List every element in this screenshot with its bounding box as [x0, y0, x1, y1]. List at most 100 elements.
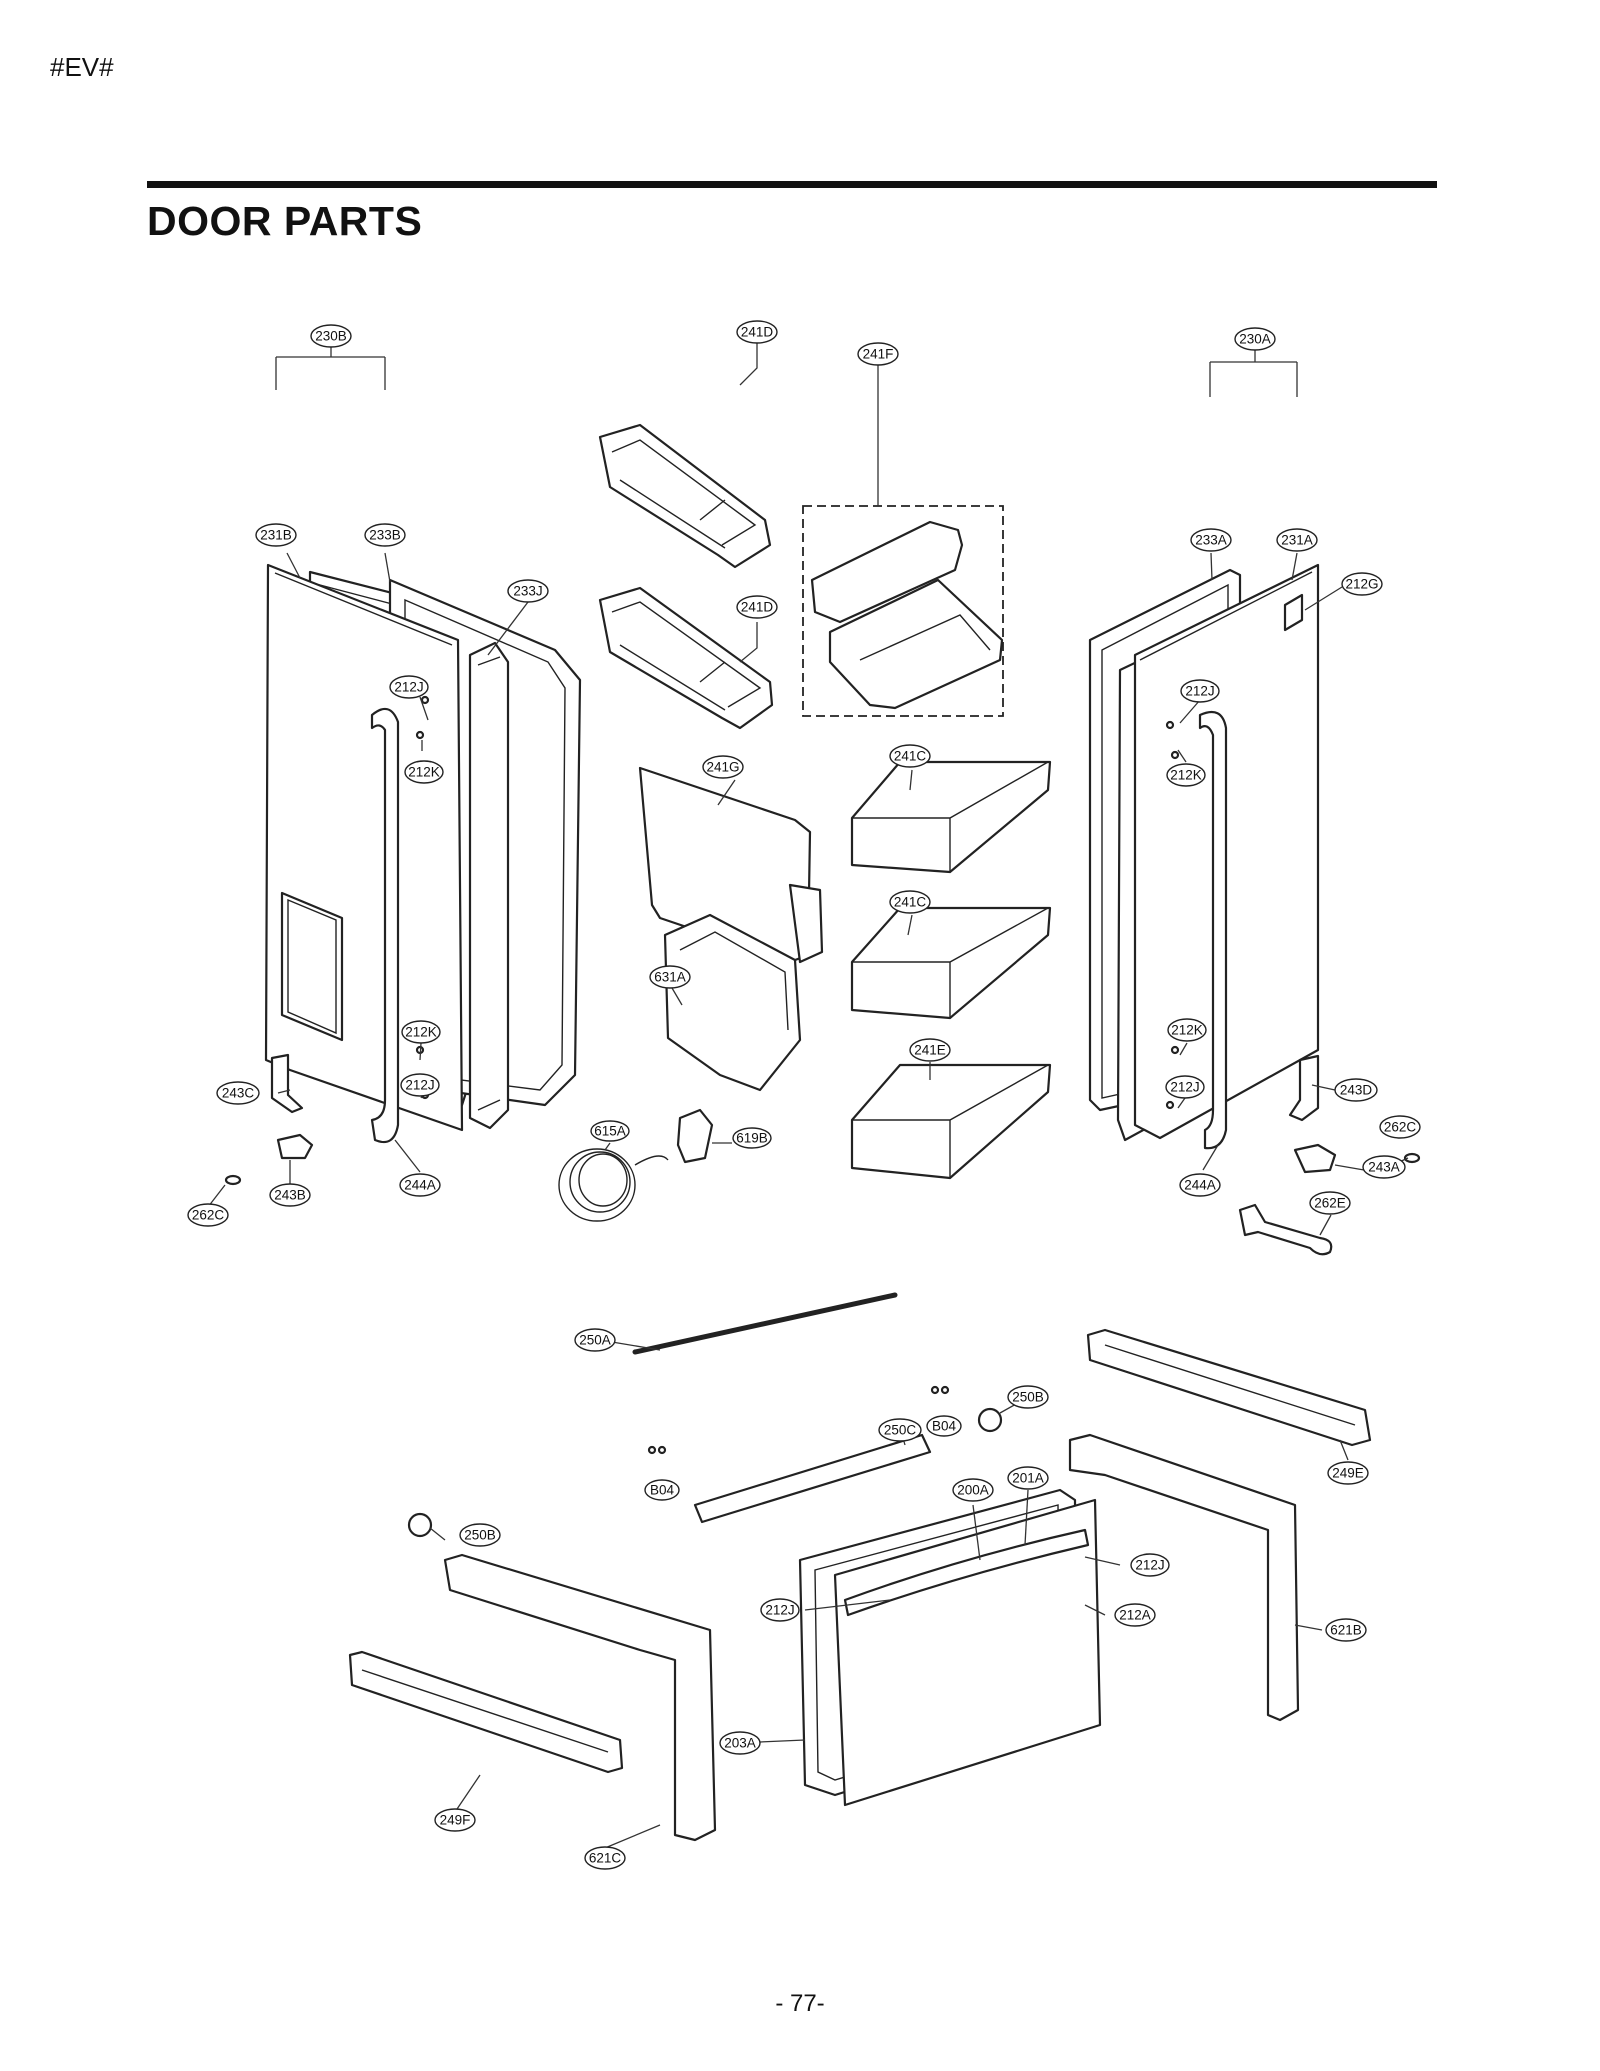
svg-text:241C: 241C: [894, 895, 927, 910]
svg-text:241E: 241E: [914, 1043, 946, 1058]
svg-text:241C: 241C: [894, 749, 927, 764]
svg-text:615A: 615A: [594, 1124, 626, 1139]
left-lower-hinge: [276, 1133, 314, 1160]
freezer-drawer-assembly: [348, 1292, 1372, 1842]
gear-250B-top: [977, 1407, 1003, 1433]
svg-text:203A: 203A: [724, 1736, 756, 1751]
drawer-handle: [843, 1528, 1090, 1617]
svg-text:241D: 241D: [741, 600, 774, 615]
svg-text:250B: 250B: [464, 1528, 496, 1543]
label-212K-left-bot: 212K: [401, 1020, 441, 1044]
label-241G: 241G: [702, 755, 744, 779]
svg-text:243C: 243C: [222, 1086, 255, 1101]
svg-text:244A: 244A: [1184, 1178, 1216, 1193]
svg-text:231B: 231B: [260, 528, 292, 543]
svg-text:233J: 233J: [513, 584, 542, 599]
label-244A-left: 244A: [399, 1173, 441, 1197]
label-212J-drawer-left: 212J: [760, 1598, 800, 1622]
svg-text:262E: 262E: [1314, 1196, 1346, 1211]
right-door-handle: [1198, 710, 1228, 1150]
svg-text:262C: 262C: [192, 1208, 225, 1223]
svg-text:249F: 249F: [440, 1813, 471, 1828]
label-619B: 619B: [732, 1127, 772, 1149]
label-230B: 230B: [310, 324, 352, 348]
title-rule: [147, 181, 1437, 188]
svg-text:619B: 619B: [736, 1131, 768, 1146]
header-code: #EV#: [50, 52, 114, 82]
svg-text:233A: 233A: [1195, 533, 1227, 548]
svg-text:249E: 249E: [1332, 1466, 1364, 1481]
left-hinge-bracket: [270, 1053, 304, 1114]
svg-text:201A: 201A: [1012, 1471, 1044, 1486]
svg-text:250C: 250C: [884, 1423, 917, 1438]
svg-text:212G: 212G: [1345, 577, 1378, 592]
svg-text:621B: 621B: [1330, 1623, 1362, 1638]
label-241D-top: 241D: [736, 320, 778, 344]
label-212J-drawer-right: 212J: [1130, 1553, 1170, 1577]
label-B04-top: B04: [926, 1415, 962, 1437]
label-241F: 241F: [857, 342, 899, 366]
svg-text:212K: 212K: [1171, 1023, 1203, 1038]
label-241C-top: 241C: [889, 744, 931, 768]
label-212K-left-top: 212K: [404, 760, 444, 784]
label-B04-left: B04: [644, 1479, 680, 1501]
label-631A: 631A: [649, 965, 691, 989]
label-203A: 203A: [719, 1731, 761, 1755]
bin-241F: [810, 520, 1004, 710]
label-615A: 615A: [590, 1120, 630, 1142]
label-231A: 231A: [1276, 528, 1318, 552]
label-250C: 250C: [878, 1418, 922, 1442]
bin-241F-group-box: [802, 505, 1004, 717]
svg-text:212K: 212K: [408, 765, 440, 780]
label-262E: 262E: [1309, 1191, 1351, 1215]
svg-text:230A: 230A: [1239, 332, 1271, 347]
part-labels: 230B 231B 233B 233J 241D 241F 230A 233A …: [187, 320, 1421, 1870]
svg-text:621C: 621C: [589, 1851, 622, 1866]
label-250B-top: 250B: [1007, 1385, 1049, 1409]
label-212J-left-top: 212J: [389, 675, 429, 699]
upper-door-bins: [598, 423, 774, 730]
svg-text:212K: 212K: [405, 1025, 437, 1040]
left-door-assembly: [224, 563, 582, 1186]
svg-text:230B: 230B: [315, 329, 347, 344]
label-233B: 233B: [364, 523, 406, 547]
svg-text:212J: 212J: [394, 680, 423, 695]
gear-250B-left: [407, 1512, 433, 1538]
label-212J-right-top: 212J: [1180, 679, 1220, 703]
label-212J-left-bot: 212J: [400, 1073, 440, 1097]
svg-text:212J: 212J: [1185, 684, 1214, 699]
rod-250A: [632, 1292, 898, 1355]
svg-text:200A: 200A: [957, 1483, 989, 1498]
svg-text:233B: 233B: [369, 528, 401, 543]
svg-text:631A: 631A: [654, 970, 686, 985]
svg-text:212J: 212J: [1135, 1558, 1164, 1573]
label-250A: 250A: [574, 1328, 616, 1352]
label-249F: 249F: [434, 1808, 476, 1832]
label-212K-right-top: 212K: [1166, 763, 1206, 787]
label-233A: 233A: [1190, 528, 1232, 552]
label-243D: 243D: [1334, 1078, 1378, 1102]
svg-text:250A: 250A: [579, 1333, 611, 1348]
left-washer: [224, 1174, 242, 1186]
label-250B-left: 250B: [459, 1523, 501, 1547]
water-tube-615A: [558, 1148, 669, 1222]
door-wrench-262E: [1238, 1203, 1333, 1256]
label-212K-right-bot: 212K: [1167, 1018, 1207, 1042]
label-244A-right: 244A: [1179, 1173, 1221, 1197]
label-212A: 212A: [1114, 1603, 1156, 1627]
left-door-dispenser-window: [280, 891, 344, 1042]
label-201A: 201A: [1007, 1466, 1049, 1490]
label-230A: 230A: [1234, 327, 1276, 351]
svg-text:212A: 212A: [1119, 1608, 1151, 1623]
label-621B: 621B: [1325, 1618, 1367, 1642]
svg-text:241G: 241G: [706, 760, 739, 775]
rail-249E: [1086, 1328, 1372, 1447]
label-233J: 233J: [507, 579, 549, 603]
label-241E: 241E: [909, 1038, 951, 1062]
svg-text:212J: 212J: [405, 1078, 434, 1093]
label-241D-mid: 241D: [736, 595, 778, 619]
valve-619B: [676, 1108, 714, 1164]
label-212G: 212G: [1341, 572, 1383, 596]
svg-text:212J: 212J: [765, 1603, 794, 1618]
